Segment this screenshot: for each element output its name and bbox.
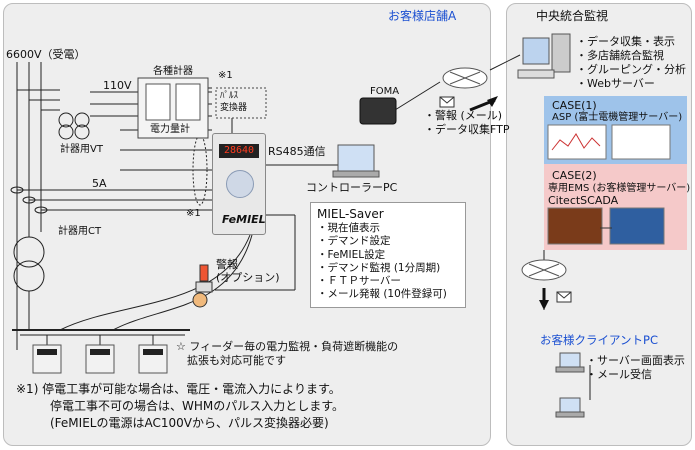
- saver-item: ・ＦＴＰサーバー: [317, 275, 401, 288]
- case2-subtitle: 専用EMS (お客様管理サーバー): [548, 183, 691, 194]
- saver-item: ・FeMIEL設定: [317, 248, 386, 261]
- footnote-line: (FeMIELの電源はAC100Vから、パルス変換器必要): [50, 416, 329, 430]
- vt-label: 計器用VT: [60, 144, 103, 155]
- central-feature: ・データ収集・表示: [576, 35, 675, 48]
- femiel-device: 28640: [212, 133, 266, 235]
- central-feature: ・グルーピング・分析: [576, 63, 686, 76]
- pulse-converter-label: ﾊﾟﾙｽ 変換器: [220, 91, 248, 113]
- footnote-line: ※1) 停電工事が可能な場合は、電圧・電流入力によります。: [16, 382, 341, 396]
- foma-label: FOMA: [370, 86, 400, 97]
- central-feature: ・Webサーバー: [576, 77, 655, 90]
- miel-saver-box: MIEL-Saver ・現在値表示 ・デマンド設定 ・FeMIEL設定 ・デマン…: [310, 202, 466, 308]
- saver-item: ・メール発報 (10件登録可): [317, 288, 447, 301]
- case2-title: CASE(2): [552, 169, 597, 182]
- client-item: ・メール受信: [586, 368, 652, 381]
- note1-top: ※1: [218, 70, 233, 81]
- case1-title: CASE(1): [552, 99, 597, 112]
- ct-label: 計器用CT: [58, 226, 102, 237]
- amp-label: 5A: [92, 177, 107, 190]
- client-item: ・サーバー画面表示: [586, 354, 685, 367]
- femiel-control-pad: [226, 170, 254, 198]
- v110-label: 110V: [103, 79, 132, 92]
- meters-label: 各種計器: [153, 66, 193, 77]
- voltage-label: 6600V（受電）: [6, 48, 86, 61]
- network-line: ・警報 (メール): [424, 109, 503, 122]
- saver-title: MIEL-Saver: [317, 207, 384, 221]
- footnote-line: 停電工事不可の場合は、WHMのパルス入力とします。: [50, 399, 345, 413]
- alarm-label: 警報 (オプション): [216, 258, 280, 284]
- network-line: ・データ収集FTP: [424, 123, 510, 136]
- case1-subtitle: ASP (富士電機管理サーバー): [552, 112, 683, 123]
- femiel-display: 28640: [219, 144, 259, 158]
- power-meter-label: 電力量計: [150, 124, 190, 135]
- femiel-label: FeMIEL: [222, 213, 266, 226]
- central-feature: ・多店舗統合監視: [576, 49, 664, 62]
- note1-mid: ※1: [186, 208, 201, 219]
- store-title: お客様店舗A: [388, 9, 457, 23]
- feeder-note: ☆ フィーダー毎の電力監視・負荷遮断機能の 拡張も対応可能です: [176, 340, 399, 367]
- case2-product: CitectSCADA: [548, 194, 619, 207]
- rs485-label: RS485通信: [268, 145, 326, 158]
- saver-item: ・現在値表示: [317, 222, 380, 234]
- saver-item: ・デマンド設定: [317, 235, 391, 248]
- saver-item: ・デマンド監視 (1分周期): [317, 261, 441, 274]
- client-title: お客様クライアントPC: [540, 333, 659, 347]
- controller-pc-label: コントローラーPC: [306, 181, 398, 194]
- central-title: 中央統合監視: [536, 9, 609, 23]
